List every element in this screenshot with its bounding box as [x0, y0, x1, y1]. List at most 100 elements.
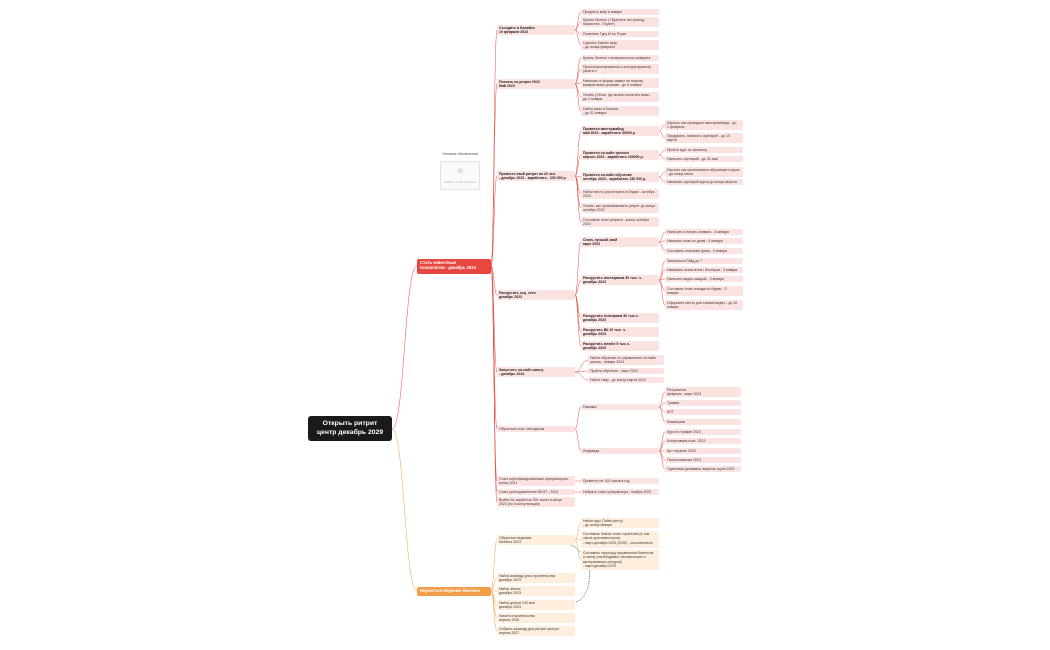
connector	[574, 130, 582, 177]
topic-income[interactable]: Выйти на заработок 250 тысяч в конце 202…	[497, 497, 575, 507]
connector	[574, 359, 589, 373]
main-topic-psychologist[interactable]: Стать известным психологом - декабрь 202…	[417, 259, 491, 274]
task-item[interactable]: Написать и начать снимать - 6 января	[665, 229, 743, 235]
subtopic-youtube[interactable]: Раскрутить ютюбе 5 тыс.ч. декабрь 2023	[581, 341, 659, 351]
subtopic-instagram[interactable]: Раскрутить инстаграмм 30 тыс. ч. декабрь…	[581, 275, 659, 285]
task-item[interactable]: Пройти обучение - март 2024	[588, 368, 664, 374]
task-item[interactable]: Написать в форму заявки на покупку возвр…	[581, 78, 659, 88]
connector	[658, 391, 666, 408]
task-item[interactable]: Найти обучение по управлению он-лайн шко…	[588, 355, 664, 365]
topic-methods[interactable]: Обучиться псих. методикам	[497, 426, 575, 432]
task-item[interactable]: Купить билеты с возвратностью возврата	[581, 55, 659, 61]
connector	[490, 265, 498, 430]
task-item[interactable]: Записаться Гайд до 7	[665, 258, 743, 264]
root-topic[interactable]: Открыть ритрит центр декабрь 2029	[308, 416, 392, 441]
connector	[574, 279, 582, 296]
subtopic-online-training[interactable]: Провести он-лайн тренинг апрель 2023 - з…	[581, 150, 659, 160]
task-item[interactable]: Изучить как проводить мастермайнды - до …	[665, 120, 743, 130]
connector	[574, 154, 582, 177]
task-item[interactable]: Найти кипы в Бангкок - до 31 января	[581, 106, 659, 116]
topic-social-media[interactable]: Раскрутить соц. сети декабрь 2023	[497, 290, 575, 300]
task-item[interactable]: Написать план по дням - 4 января	[665, 238, 743, 244]
task-item[interactable]: Травма	[665, 400, 741, 406]
task-item[interactable]: Узнать у Ильи, где можно оплатить визы -…	[581, 92, 659, 102]
topic-teacher[interactable]: Стать преподавателем МБЭТ - 2024	[497, 489, 575, 495]
subtopic-pressure[interactable]: Нажимы	[581, 404, 659, 410]
connector	[574, 538, 582, 541]
connector	[574, 371, 589, 381]
task-item[interactable]: Проконсультироваться к консуратуранату, …	[581, 64, 659, 74]
connector	[574, 428, 582, 452]
topic-business-training[interactable]: Обучиться ведению бизнеса 2023	[497, 535, 575, 545]
task-item[interactable]: Курс по травме 2023	[665, 429, 741, 435]
subtopic-video[interactable]: Снять лучший свой март 2023	[581, 237, 659, 247]
task-item[interactable]: Коммерсик	[665, 419, 741, 425]
connector	[658, 130, 666, 139]
connector	[490, 265, 498, 373]
task-item[interactable]: Найти место для ритрита в Индии - октябр…	[581, 189, 659, 199]
task-item[interactable]: Арт терапия 2023	[665, 448, 741, 454]
task-item[interactable]: Написать сценарий - до 31 мая	[665, 156, 743, 162]
connector	[490, 265, 498, 296]
topic-certified[interactable]: Стать сертифицированным супервизором - к…	[497, 476, 575, 486]
note-card[interactable]: ▨ нажмите, чтобы настроить	[440, 161, 480, 190]
subtopic-vk[interactable]: Раскрутить ВК 10 тыс. ч. декабрь 2023	[581, 327, 659, 337]
connector	[391, 428, 418, 592]
task-item[interactable]: Составить описание дома - 3 января	[665, 248, 743, 254]
connector	[658, 171, 666, 178]
connector	[574, 175, 582, 178]
topic-find-land[interactable]: Найти землю декабрь 2023	[497, 586, 575, 596]
subtopic-mastermind[interactable]: Провести мастермайнд май 2023 - заработа…	[581, 126, 659, 136]
connector	[490, 83, 498, 267]
connector	[658, 241, 666, 252]
task-item[interactable]: Купить билеты ( Перелете на границу Каза…	[581, 17, 659, 27]
task-item[interactable]: КПТ	[665, 409, 741, 415]
task-item[interactable]: Найти тиму - до конца марта 2024	[588, 377, 664, 383]
task-item[interactable]: Составить бизнес план стратегию (в том ч…	[581, 531, 659, 548]
topic-bali[interactable]: Съездить в Балийск 19 февраля 2023	[497, 25, 575, 35]
task-item[interactable]: Когнитивная псих. 2023	[665, 438, 741, 444]
connector	[490, 265, 498, 503]
task-item[interactable]: Набрать стать супервизора - ноябрь 2023	[581, 489, 659, 495]
task-item[interactable]: Составить структуру управления бизнесом …	[581, 550, 659, 570]
connector	[490, 590, 498, 632]
topic-start-building[interactable]: Начать строительство апрель 2026	[497, 613, 575, 623]
task-item[interactable]: Нанимать ассистента / блогеров - 3 январ…	[665, 267, 743, 273]
image-icon: ▨	[458, 168, 463, 174]
task-item[interactable]: Найти курс (Тайм центр) - до конца январ…	[581, 518, 659, 528]
task-item[interactable]: Пройти курс по тренингу	[665, 147, 743, 153]
task-item[interactable]: Провести не 100 часов в год	[581, 478, 659, 484]
connector	[490, 539, 498, 592]
connector	[574, 175, 582, 223]
subtopic-individual[interactable]: Индивида	[581, 448, 659, 454]
subtopic-telegram[interactable]: Раскрутить телеграмм 50 тыс.ч. декабрь 2…	[581, 313, 659, 323]
connector	[658, 450, 666, 470]
topic-online-school[interactable]: Запустить он-лайн школу - декабрь 2024	[497, 367, 575, 377]
task-item[interactable]: Поменять Гуру М по Пхуке	[581, 31, 659, 37]
topic-own-retreat[interactable]: Провести свой ритрит на 20 чел. - декабр…	[497, 171, 575, 181]
task-item[interactable]: Узнать, как организовывать ритрит до кон…	[581, 203, 659, 213]
topic-build-team[interactable]: Найти команду для строительства декабрь …	[497, 573, 575, 583]
task-item[interactable]: Оформить место для съемки видео - до 10 …	[665, 300, 743, 310]
note-title: Условия обновления	[442, 152, 478, 156]
task-item[interactable]: Ритрискнов февраль - март 2023	[665, 387, 741, 397]
connector	[658, 176, 666, 183]
task-item[interactable]: Изучить как организовать обучающего курс…	[665, 167, 743, 177]
task-item[interactable]: Продлить визу в январе	[581, 9, 659, 15]
task-item[interactable]: Сделать бизнес визу - до конца февраля	[581, 40, 659, 50]
connector	[574, 241, 582, 296]
task-item[interactable]: Составить план поездки в Индию - 3 январ…	[665, 286, 743, 296]
main-topic-business[interactable]: Научиться ведению бизнеса	[417, 587, 491, 596]
connector	[574, 29, 582, 46]
subtopic-online-course[interactable]: Провести он-лайн обучение октябрь 2023 -…	[581, 172, 659, 182]
topic-find-money[interactable]: Найти деньги 100 млн декабрь 2024	[497, 600, 575, 610]
task-item[interactable]: Групповая динамика, ведение групп 2023	[665, 466, 741, 472]
task-item[interactable]: Написать сценарий курса до конца августа	[665, 179, 743, 185]
task-item[interactable]: Придумать, написать сценарий - до 10 мар…	[665, 133, 743, 143]
topic-retreat-team[interactable]: Собрать команду для ритрит центра апрель…	[497, 626, 575, 636]
connector	[574, 21, 582, 31]
task-item[interactable]: Составить план ритрита - конец октября 2…	[581, 217, 659, 227]
task-item[interactable]: Написать видео каждый - 3 января	[665, 276, 743, 282]
task-item[interactable]: Психосоматика 2023	[665, 457, 741, 463]
topic-retreat[interactable]: Поехать на ретрит 2023 Май 2023	[497, 79, 575, 89]
